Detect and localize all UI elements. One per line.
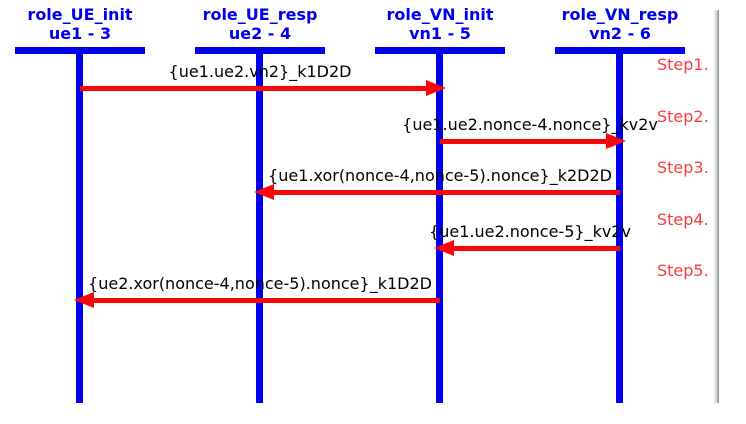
lifeline-ue2 <box>256 47 263 403</box>
message-label: {ue1.ue2.nonce-5}_kv2v <box>429 222 631 241</box>
message-arrow-line <box>260 190 620 195</box>
role-name: role_UE_init <box>27 5 133 24</box>
message-label: {ue2.xor(nonce-4,nonce-5).nonce}_k1D2D <box>88 274 432 293</box>
arrowhead-right-icon <box>606 133 626 149</box>
step-label: Step1. <box>657 55 709 74</box>
message-arrow-line <box>80 86 440 91</box>
arrowhead-left-icon <box>434 240 454 256</box>
message-arrow-line <box>80 298 440 303</box>
lifeline-ue1 <box>76 47 83 403</box>
message-arrow-line <box>440 139 620 144</box>
role-name: role_VN_init <box>386 5 494 24</box>
role-instance: vn2 - 6 <box>589 24 651 43</box>
role-instance: ue1 - 3 <box>48 24 112 43</box>
arrowhead-left-icon <box>74 292 94 308</box>
message-label: {ue1.ue2.vn2}_k1D2D <box>168 62 352 81</box>
step-label: Step3. <box>657 158 709 177</box>
step-label: Step5. <box>657 261 709 280</box>
lifeline-vn2 <box>616 47 623 403</box>
arrowhead-right-icon <box>426 80 446 96</box>
message-label: {ue1.ue2.nonce-4.nonce}_kv2v <box>402 115 658 134</box>
panel-separator <box>714 10 719 403</box>
step-label: Step4. <box>657 210 709 229</box>
message-label: {ue1.xor(nonce-4,nonce-5).nonce}_k2D2D <box>268 166 612 185</box>
message-arrow-line <box>440 246 620 251</box>
lifeline-vn1 <box>436 47 443 403</box>
role-name: role_VN_resp <box>561 5 679 24</box>
role-instance: vn1 - 5 <box>409 24 471 43</box>
arrowhead-left-icon <box>254 184 274 200</box>
role-instance: ue2 - 4 <box>228 24 292 43</box>
role-name: role_UE_resp <box>202 5 318 24</box>
step-label: Step2. <box>657 107 709 126</box>
